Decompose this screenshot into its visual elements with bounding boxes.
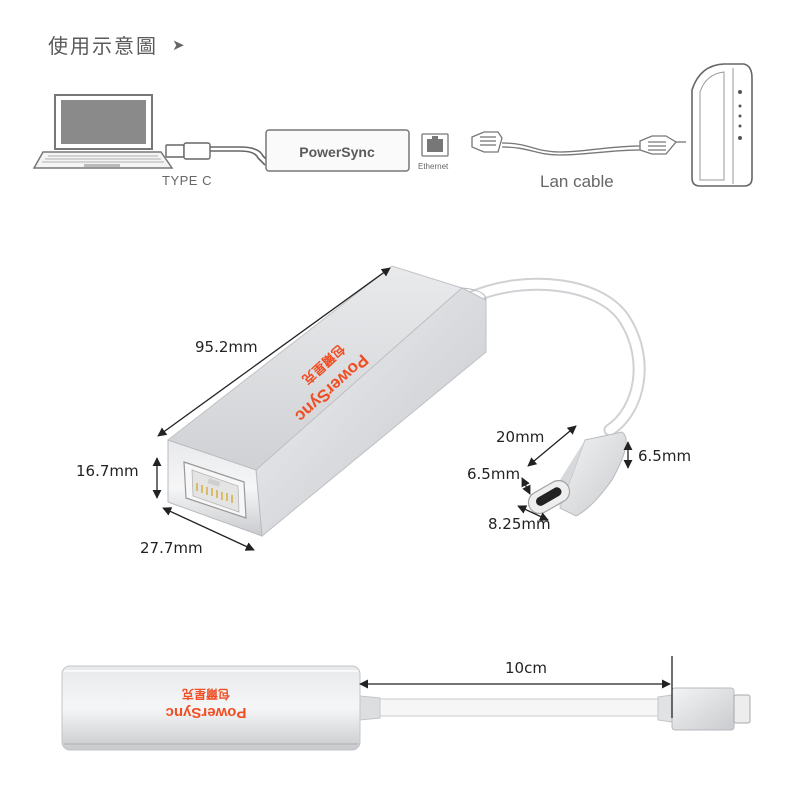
type-c-plug-icon [165,142,268,166]
type-c-connector [527,431,627,517]
cable-length-label: 10cm [505,659,547,677]
side-brand-cn-text: 包爾星克 [182,687,231,702]
dimension-lines [152,267,633,551]
adapter-cable [463,277,646,437]
lan-cable-label: Lan cable [540,172,614,191]
adapter-box: PowerSync [265,129,410,172]
header-arrow-icon: ➤ [172,36,187,54]
height-label: 16.7mm [76,462,139,480]
side-brand-mark: PowerSync 包爾星克 [166,687,247,721]
ethernet-label: Ethernet [418,162,449,171]
usage-diagram-title: 使用示意圖 ➤ [48,30,187,59]
adapter-label: PowerSync [299,144,375,160]
plug-thickness-label: 6.5mm [467,465,520,483]
length-label: 95.2mm [195,338,258,356]
width-label: 27.7mm [140,539,203,557]
side-view-adapter [61,665,751,751]
cable-length-dimension [359,656,673,718]
ethernet-port-icon [421,133,449,157]
plug-width-label: 8.25mm [488,515,551,533]
lan-cable-icon [471,131,686,156]
plug-length-label: 20mm [496,428,544,446]
header-title: 使用示意圖 [48,36,158,58]
router-icon [691,63,753,187]
side-brand-text: PowerSync [166,704,247,721]
plug-height-label: 6.5mm [638,447,691,465]
laptop-icon [32,94,174,169]
type-c-label: TYPE C [162,173,212,188]
rj45-port [183,461,247,519]
